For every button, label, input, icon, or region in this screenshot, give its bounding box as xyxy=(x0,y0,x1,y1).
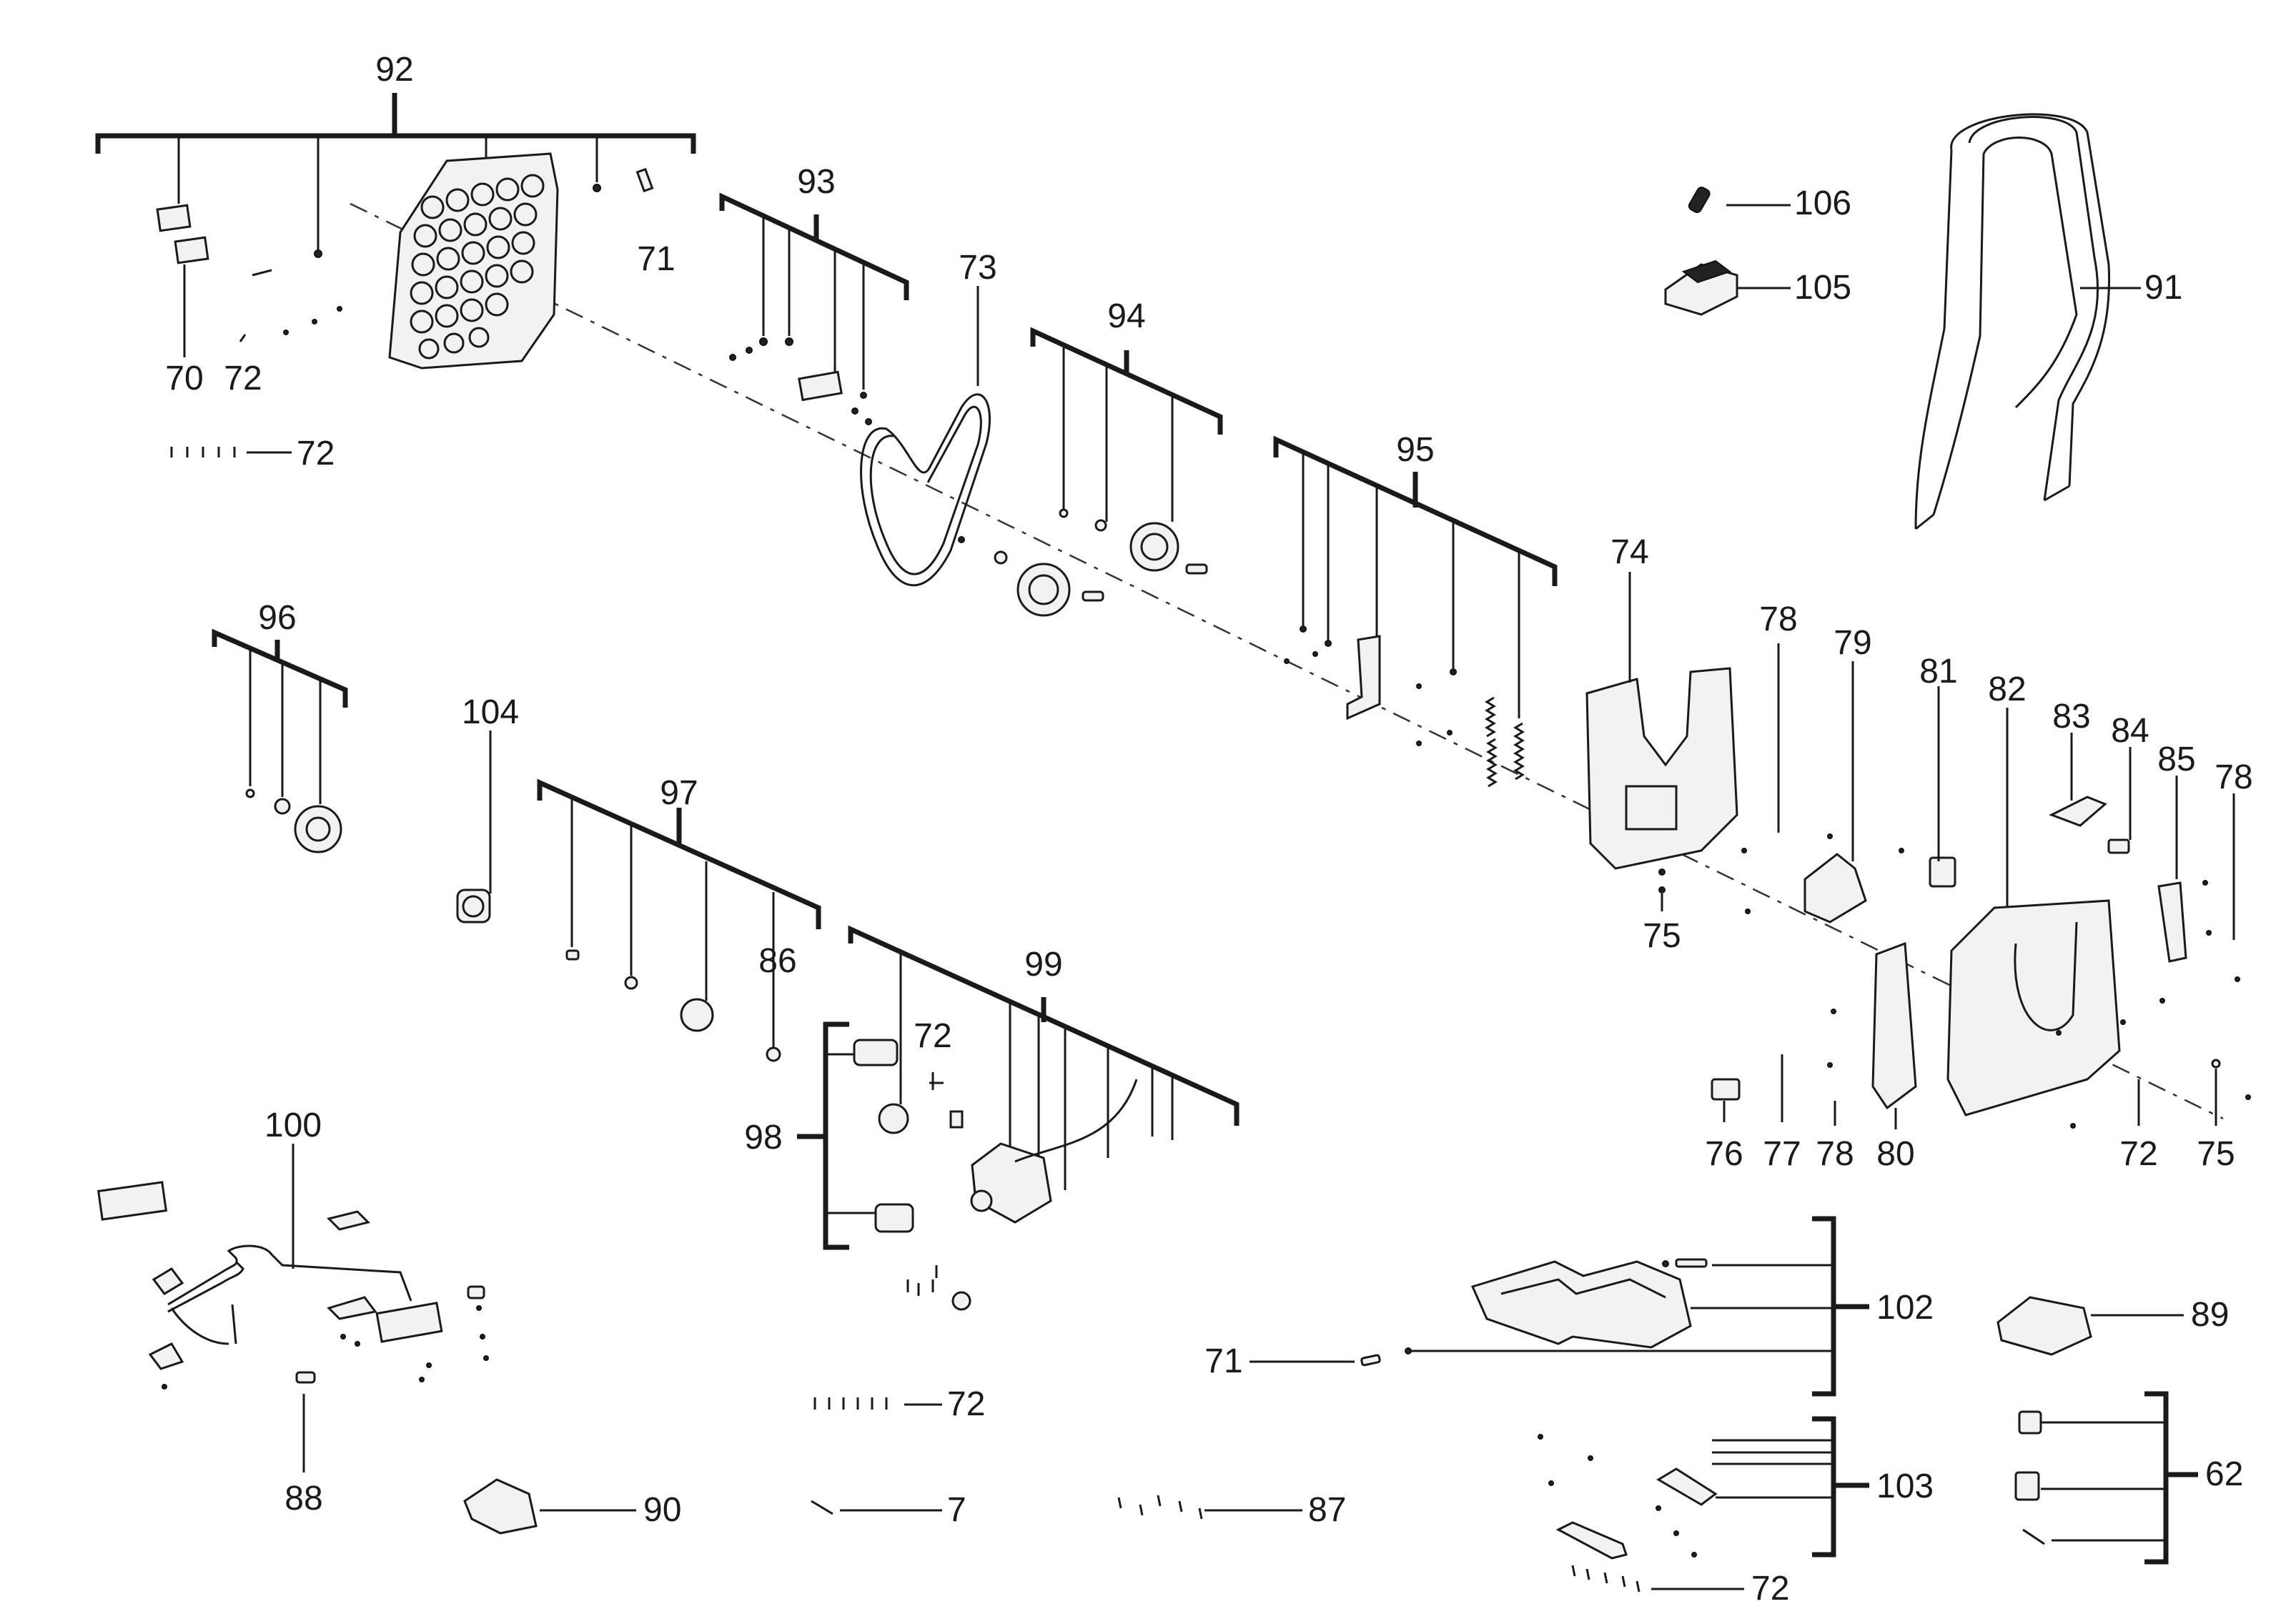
callout-96: 96 xyxy=(212,599,348,853)
label-72-c: 72 xyxy=(914,1017,951,1055)
part-84-tab: 84 xyxy=(2107,712,2149,854)
label-105: 105 xyxy=(1794,269,1851,307)
label-82: 82 xyxy=(1988,670,2026,708)
label-88: 88 xyxy=(284,1480,322,1517)
label-80: 80 xyxy=(1876,1135,1914,1173)
label-91: 91 xyxy=(2144,269,2182,307)
label-89: 89 xyxy=(2191,1296,2229,1334)
label-72-f: 72 xyxy=(1751,1570,1789,1608)
label-100: 100 xyxy=(264,1106,322,1144)
callout-95: 95 xyxy=(1273,431,1558,788)
label-106: 106 xyxy=(1794,184,1851,222)
label-75-b: 75 xyxy=(2197,1135,2235,1173)
label-102: 102 xyxy=(1876,1289,1934,1327)
callout-97: 97 86 xyxy=(537,774,821,1062)
callout-75-a: 75 xyxy=(1643,868,1681,955)
callout-98: 98 xyxy=(744,1021,914,1250)
part-88-pin: 88 xyxy=(284,1371,323,1517)
label-96: 96 xyxy=(258,599,296,637)
label-72-a: 72 xyxy=(224,360,262,397)
label-73: 73 xyxy=(959,249,996,287)
label-94: 94 xyxy=(1107,297,1145,335)
label-71-a: 71 xyxy=(637,240,675,278)
label-79: 79 xyxy=(1834,624,1871,662)
part-71-pin-a: 71 xyxy=(593,167,676,278)
part-7-pin: 7 xyxy=(811,1491,966,1529)
label-77: 77 xyxy=(1763,1135,1801,1173)
part-76-clamp: 76 xyxy=(1705,1078,1743,1173)
callout-72-c: 72 xyxy=(914,1017,952,1090)
label-84: 84 xyxy=(2111,712,2149,750)
part-105-module: 105 xyxy=(1664,259,1851,316)
label-92: 92 xyxy=(375,51,413,89)
part-72-screws-row-c: 72 xyxy=(1571,1565,1789,1608)
label-75-a: 75 xyxy=(1643,917,1681,955)
part-100-frame: 100 xyxy=(97,1106,489,1390)
part-103-latch-kit: 103 xyxy=(1538,1416,1934,1560)
part-85-insert: 85 xyxy=(2157,741,2196,963)
part-62-clips: 62 xyxy=(2014,1391,2243,1565)
part-89-box: 89 xyxy=(1996,1296,2229,1356)
part-cover-honeycomb xyxy=(388,152,559,370)
label-83: 83 xyxy=(2052,698,2090,736)
label-78-c: 78 xyxy=(1816,1135,1854,1173)
part-87-screws: 87 xyxy=(1117,1491,1346,1529)
part-72-screws-row: 72 xyxy=(170,435,335,472)
part-74-plate: 74 xyxy=(1585,533,1738,870)
part-73-belt: 73 xyxy=(860,249,1008,587)
part-77-pin: 77 xyxy=(1763,1054,1801,1173)
part-82-housing: 82 xyxy=(1946,670,2121,1116)
callout-75-b: 75 xyxy=(2197,1059,2235,1173)
callout-78-b: 78 xyxy=(2215,758,2253,940)
part-91-harness: 91 xyxy=(1914,113,2182,530)
label-99: 99 xyxy=(1024,946,1062,984)
label-103: 103 xyxy=(1876,1467,1934,1505)
part-90-box: 90 xyxy=(463,1478,681,1535)
label-95: 95 xyxy=(1396,431,1434,469)
callout-72-d: 72 xyxy=(2119,1079,2158,1173)
label-7: 7 xyxy=(947,1491,966,1529)
part-80-panel: 80 xyxy=(1871,941,1917,1173)
part-81-clip: 81 xyxy=(1919,653,1958,888)
part-79-bracket: 79 xyxy=(1803,624,1872,924)
label-86: 86 xyxy=(758,942,796,980)
part-71-pin-b: 71 xyxy=(1204,1342,1381,1380)
label-76: 76 xyxy=(1705,1135,1743,1173)
part-106-knob: 106 xyxy=(1688,184,1851,222)
label-97: 97 xyxy=(660,774,698,812)
label-85: 85 xyxy=(2157,741,2195,778)
label-93: 93 xyxy=(797,163,835,201)
callout-99: 99 xyxy=(848,925,1239,1224)
label-71-b: 71 xyxy=(1204,1342,1242,1380)
label-104: 104 xyxy=(462,693,519,731)
part-screws-98 xyxy=(906,1265,971,1311)
part-72-screws-row-b: 72 xyxy=(813,1385,985,1423)
label-78-b: 78 xyxy=(2215,758,2252,796)
callout-92: 92 xyxy=(95,51,696,250)
callout-93: 93 xyxy=(719,163,909,425)
label-72-d: 72 xyxy=(2119,1135,2157,1173)
label-87: 87 xyxy=(1308,1491,1346,1529)
label-62: 62 xyxy=(2205,1455,2243,1493)
label-90: 90 xyxy=(643,1491,681,1529)
label-98: 98 xyxy=(744,1119,782,1157)
part-104-fitting: 104 xyxy=(456,693,519,924)
callout-78-a: 78 xyxy=(1759,600,1798,833)
part-83-latch: 83 xyxy=(2049,698,2107,827)
label-70: 70 xyxy=(165,360,203,397)
label-72-e: 72 xyxy=(947,1385,985,1423)
label-81: 81 xyxy=(1919,653,1957,690)
part-72-screws-a: 72 xyxy=(224,249,342,397)
callout-94: 94 xyxy=(1016,297,1223,617)
part-small-screws-right xyxy=(1741,833,2251,1129)
callout-78-c: 78 xyxy=(1816,1101,1854,1173)
part-102-tray: 102 xyxy=(1405,1216,1934,1397)
label-74: 74 xyxy=(1610,533,1648,571)
label-78-a: 78 xyxy=(1759,600,1797,638)
part-70-labels: 70 xyxy=(156,204,209,397)
label-72-b: 72 xyxy=(297,435,335,472)
